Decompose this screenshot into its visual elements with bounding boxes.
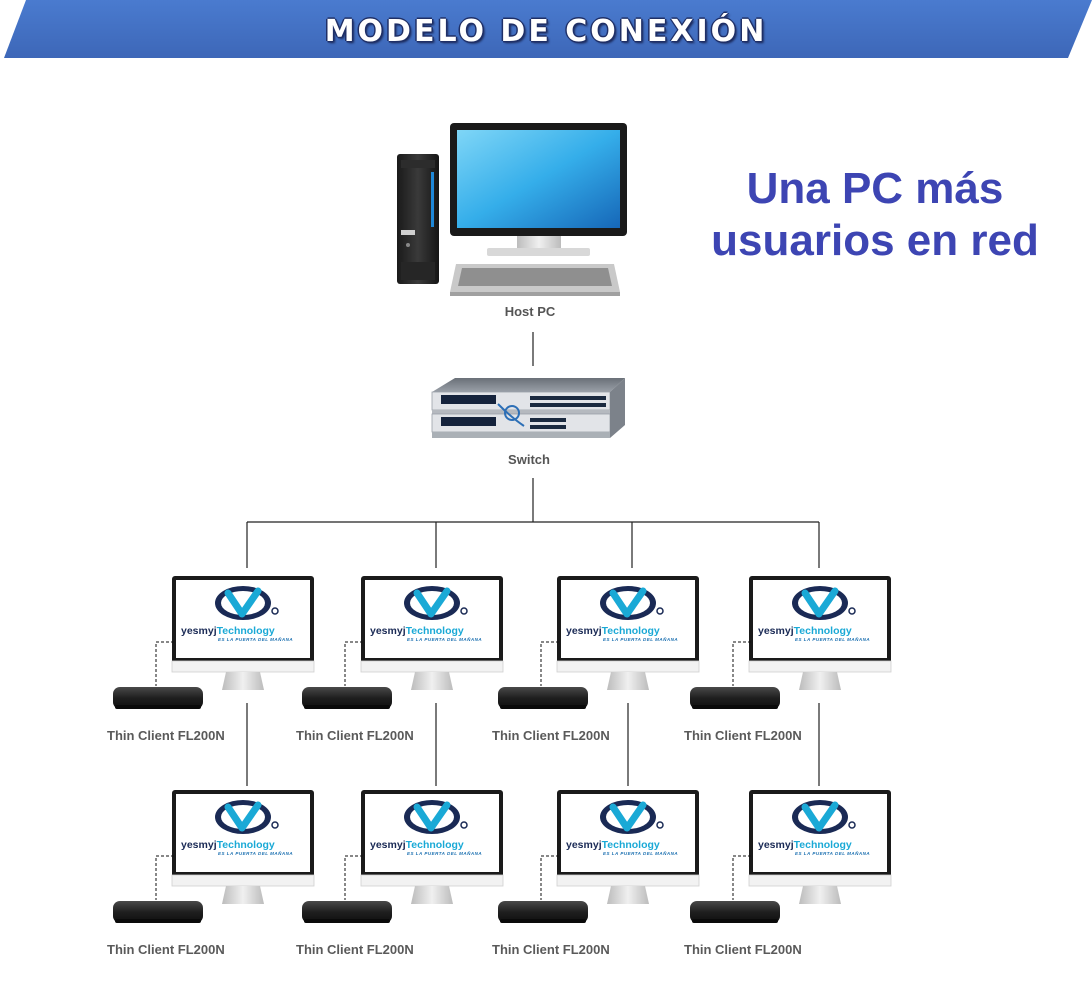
thin-client-node	[690, 576, 892, 709]
thin-client-node	[302, 790, 504, 923]
brand-name-part-2: Technology	[601, 625, 660, 637]
brand-slogan: ES LA PUERTA DEL MAÑANA	[603, 851, 679, 856]
thin-client-label: Thin Client FL200N	[107, 728, 225, 743]
network-switch-icon	[431, 378, 625, 438]
thin-client-label: Thin Client FL200N	[492, 942, 610, 957]
host-pc-label: Host PC	[504, 304, 556, 319]
brand-name-part-2: Technology	[601, 839, 660, 851]
thin-client-connector	[540, 641, 559, 686]
brand-logo-icon	[792, 586, 856, 620]
thin-client-box-icon	[498, 901, 588, 923]
desktop-computer-icon	[450, 123, 627, 256]
brand-logo-icon	[600, 586, 664, 620]
brand-slogan: ES LA PUERTA DEL MAÑANA	[795, 637, 871, 642]
thin-client-connector	[732, 855, 751, 900]
thin-client-connector	[344, 641, 363, 686]
thin-client-node	[113, 790, 315, 923]
keyboard-icon	[450, 264, 620, 296]
brand-name-part-1: yesmyj	[758, 839, 794, 851]
thin-client-connector	[155, 855, 174, 900]
switch-label: Switch	[508, 452, 550, 467]
thin-client-box-icon	[302, 901, 392, 923]
brand-slogan: ES LA PUERTA DEL MAÑANA	[795, 851, 871, 856]
brand-name-part-2: Technology	[793, 625, 852, 637]
thin-client-node	[302, 576, 504, 709]
brand-name-part-1: yesmyj	[370, 839, 406, 851]
monitor-icon	[556, 790, 700, 904]
page-title: MODELO DE CONEXIÓN	[324, 13, 768, 49]
brand-name-part-1: yesmyj	[566, 625, 602, 637]
tagline-line-2: usuarios en red	[711, 216, 1039, 265]
thin-client-connector	[155, 641, 174, 686]
brand-name-part-1: yesmyj	[370, 625, 406, 637]
brand-slogan: ES LA PUERTA DEL MAÑANA	[603, 637, 679, 642]
brand-logo-icon	[404, 800, 468, 834]
brand-name: yesmyjTechnology	[758, 840, 852, 851]
tagline: Una PC más usuarios en red	[680, 163, 1070, 267]
brand-name-part-2: Technology	[405, 839, 464, 851]
brand-name: yesmyjTechnology	[370, 840, 464, 851]
brand-logo-icon	[404, 586, 468, 620]
tower-icon	[397, 154, 439, 284]
brand-slogan: ES LA PUERTA DEL MAÑANA	[218, 637, 294, 642]
brand-name: yesmyjTechnology	[758, 626, 852, 637]
thin-client-box-icon	[690, 901, 780, 923]
brand-name-part-2: Technology	[216, 839, 275, 851]
brand-name: yesmyjTechnology	[181, 626, 275, 637]
brand-name-part-1: yesmyj	[181, 839, 217, 851]
thin-client-label: Thin Client FL200N	[296, 728, 414, 743]
thin-client-label: Thin Client FL200N	[296, 942, 414, 957]
brand-logo-icon	[600, 800, 664, 834]
brand-name-part-2: Technology	[405, 625, 464, 637]
brand-name: yesmyjTechnology	[181, 840, 275, 851]
host-pc	[397, 123, 627, 296]
brand-slogan: ES LA PUERTA DEL MAÑANA	[407, 851, 483, 856]
brand-name-part-1: yesmyj	[181, 625, 217, 637]
thin-client-box-icon	[302, 687, 392, 709]
thin-client-box-icon	[690, 687, 780, 709]
brand-slogan: ES LA PUERTA DEL MAÑANA	[218, 851, 294, 856]
thin-client-node	[690, 790, 892, 923]
brand-name-part-2: Technology	[793, 839, 852, 851]
thin-client-connector	[540, 855, 559, 900]
thin-client-node	[113, 576, 315, 709]
brand-name: yesmyjTechnology	[566, 840, 660, 851]
thin-client-label: Thin Client FL200N	[684, 728, 802, 743]
brand-name-part-2: Technology	[216, 625, 275, 637]
monitor-icon	[360, 576, 504, 690]
brand-slogan: ES LA PUERTA DEL MAÑANA	[407, 637, 483, 642]
thin-client-label: Thin Client FL200N	[107, 942, 225, 957]
brand-logo-icon	[215, 800, 279, 834]
thin-client-node	[498, 790, 700, 923]
brand-logo-icon	[215, 586, 279, 620]
thin-client-node	[498, 576, 700, 709]
thin-client-label: Thin Client FL200N	[492, 728, 610, 743]
thin-clients	[113, 576, 892, 923]
thin-client-connector	[344, 855, 363, 900]
brand-name-part-1: yesmyj	[566, 839, 602, 851]
brand-name-part-1: yesmyj	[758, 625, 794, 637]
tagline-line-1: Una PC más	[746, 164, 1004, 213]
thin-client-box-icon	[113, 687, 203, 709]
thin-client-box-icon	[113, 901, 203, 923]
thin-client-box-icon	[498, 687, 588, 709]
brand-name: yesmyjTechnology	[566, 626, 660, 637]
header-banner	[4, 0, 1092, 58]
network-cabling	[246, 478, 820, 786]
thin-client-connector	[732, 641, 751, 686]
brand-logo-icon	[792, 800, 856, 834]
thin-client-label: Thin Client FL200N	[684, 942, 802, 957]
brand-name: yesmyjTechnology	[370, 626, 464, 637]
